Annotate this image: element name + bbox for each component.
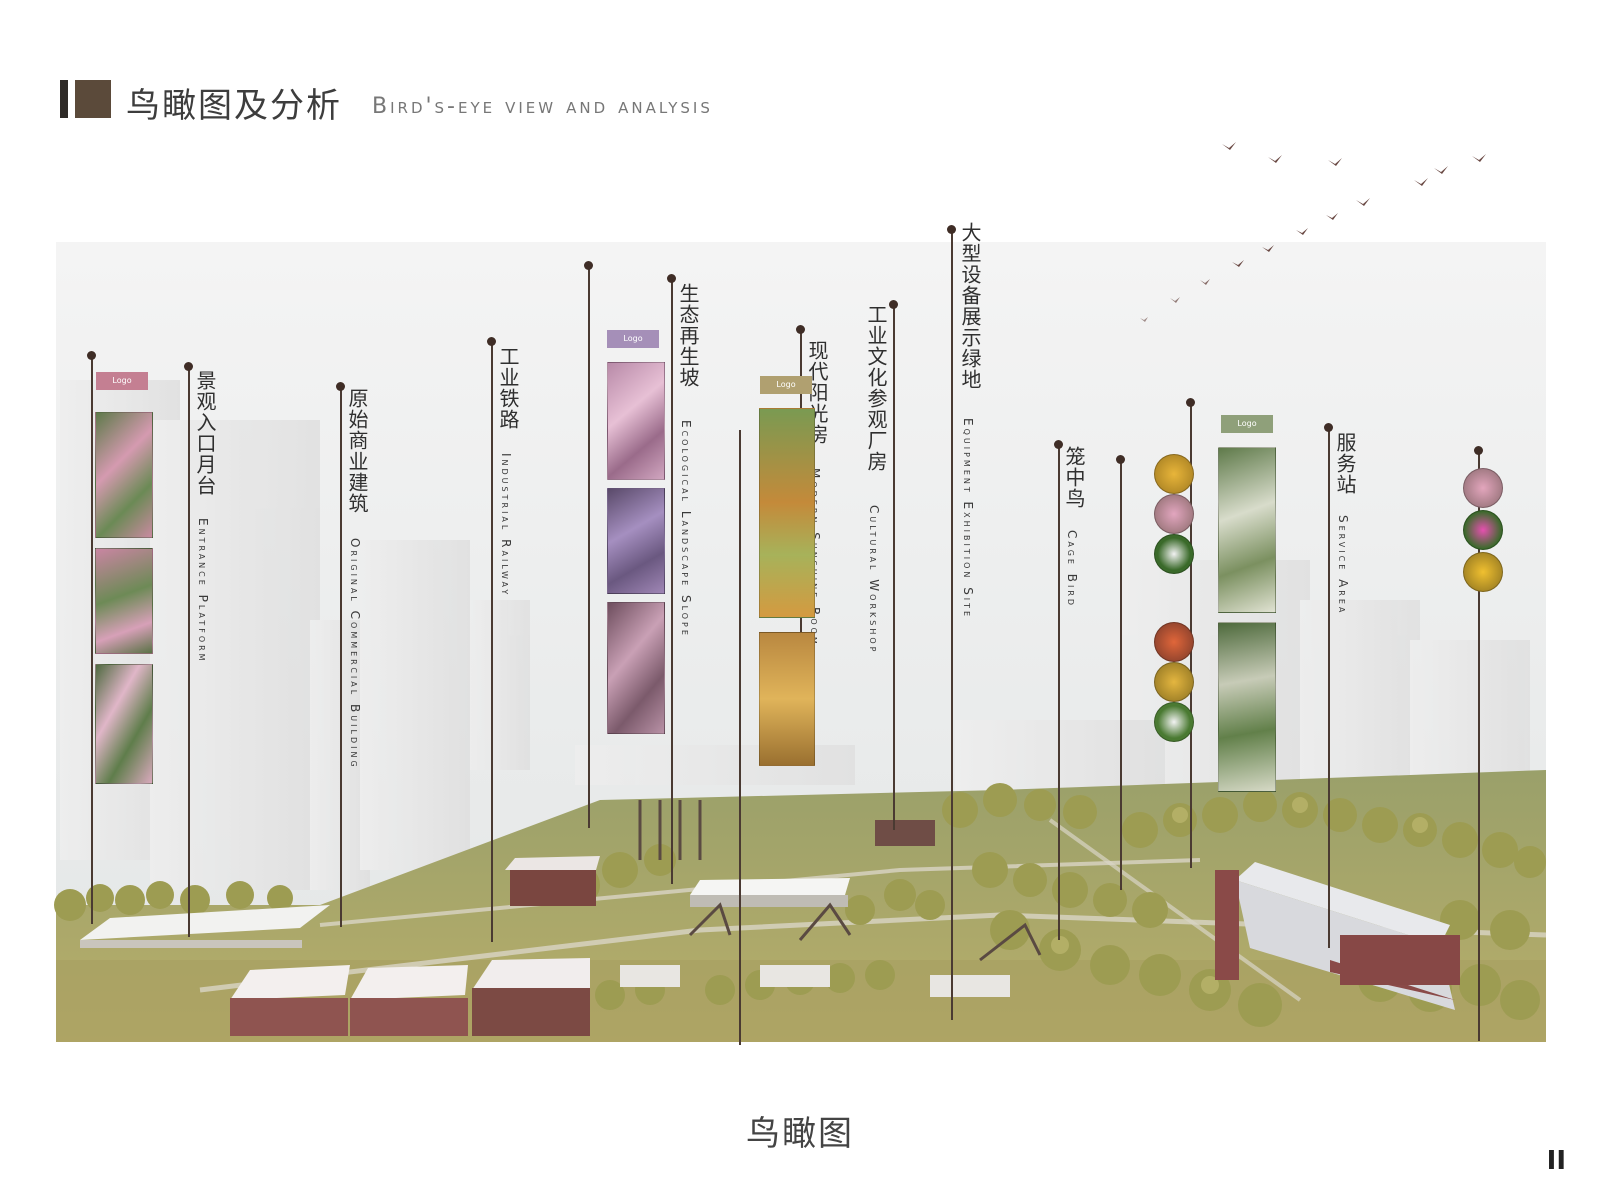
plant-circle [1154,454,1194,494]
pin-dot [889,300,898,309]
label-commercial-building-en: Original Commercial Building [348,538,362,770]
pin-dot [1116,455,1125,464]
pin-line [1328,428,1330,948]
pin-line [1478,451,1480,1041]
plant-photo [607,488,665,594]
pin-line [1120,460,1122,890]
pin-dot [1186,398,1195,407]
label-equipment-site-zh: 大型设备展示绿地 [958,222,982,390]
label-cultural-workshop-en: Cultural Workshop [867,505,881,655]
pin-line [671,279,673,884]
label-industrial-railway-zh: 工业铁路 [496,346,520,430]
pin-line [588,266,590,828]
label-service-area-zh: 服务站 [1333,432,1357,495]
pin-line [491,342,493,942]
plant-circle [1154,494,1194,534]
bird-flock [1140,142,1486,322]
pin-dot [947,225,956,234]
label-ecological-slope-en: Ecological Landscape Slope [679,420,693,638]
label-entrance-platform-en: Entrance Platform [196,518,210,664]
equipment [620,965,1010,997]
pin-dot [1324,423,1333,432]
pin-line [893,305,895,830]
pin-line [1058,445,1060,940]
plant-photo [759,408,815,618]
plant-photo [1218,447,1276,613]
pin-dot [584,261,593,270]
pin-line [188,367,190,937]
plant-photo [95,548,153,654]
header-title-zh: 鸟瞰图及分析 [126,86,342,126]
pin-dot [1054,440,1063,449]
pin-line [951,230,953,1020]
pin-dot [184,362,193,371]
buildings [80,820,1460,1036]
plant-circle [1463,552,1503,592]
label-industrial-railway-en: Industrial Railway [499,453,513,598]
label-ecological-slope-zh: 生态再生坡 [676,283,700,388]
plant-tag: Logo [96,372,148,390]
pin-dot [667,274,676,283]
industrial-structures [638,800,1042,962]
plant-photo [759,632,815,766]
pin-dot [1474,446,1483,455]
label-entrance-platform-zh: 景观入口月台 [193,370,217,496]
pin-dot [487,337,496,346]
plant-circle [1154,662,1194,702]
header-mark-bar [60,80,68,118]
label-commercial-building-zh: 原始商业建筑 [345,388,369,514]
plant-circle [1463,468,1503,508]
plant-circle [1154,702,1194,742]
page-number: II [1546,1146,1566,1176]
header-mark-block [75,80,111,118]
label-service-area-en: Service Area [1336,515,1350,616]
plant-photo [95,664,153,784]
plant-photo [1218,622,1276,792]
figure-caption: 鸟瞰图 [746,1114,854,1154]
label-cultural-workshop-zh: 工业文化参观厂房 [864,304,888,472]
label-cage-bird-en: Cage Bird [1065,530,1079,609]
plant-circle [1463,510,1503,550]
plant-photo [607,362,665,480]
header-title-en: Bird's-eye view and analysis [372,94,713,119]
plant-tag: Logo [607,330,659,348]
plant-tag: Logo [1221,415,1273,433]
pin-line [340,387,342,927]
pin-line [739,430,741,1045]
pin-dot [796,325,805,334]
plant-photo [607,602,665,734]
plant-circle [1154,534,1194,574]
plant-circle [1154,622,1194,662]
plant-tag: Logo [760,376,812,394]
plant-photo [95,412,153,538]
pin-line [91,356,93,924]
label-cage-bird-zh: 笼中鸟 [1062,446,1086,509]
pin-dot [87,351,96,360]
label-equipment-site-en: Equipment Exhibition Site [961,418,975,620]
pin-dot [336,382,345,391]
